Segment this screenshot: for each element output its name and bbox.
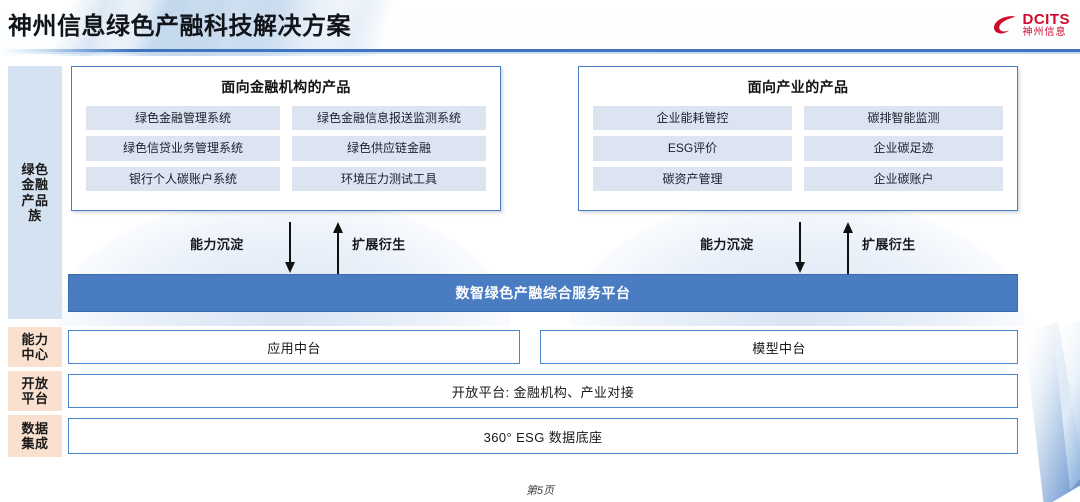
arrow-down-icon [795, 222, 805, 273]
slide-header: 神州信息绿色产融科技解决方案 [0, 0, 1080, 56]
product-chip-grid: 企业能耗管控 碳排智能监测 ESG评价 企业碳足迹 碳资产管理 企业碳账户 [593, 106, 1003, 192]
box-open-platform[interactable]: 开放平台: 金融机构、产业对接 [68, 374, 1018, 408]
arrow-label-expansion-derivation: 扩展衍生 [352, 237, 406, 252]
product-chip[interactable]: 碳排智能监测 [804, 106, 1003, 131]
flow-arrows-left: 能力沉淀 扩展衍生 [150, 222, 460, 278]
sidebar-item-product-family[interactable]: 绿色 金融 产品 族 [8, 66, 62, 319]
box-label: 应用中台 [267, 340, 321, 356]
dcits-logo: DCITS 神州信息 [992, 8, 1071, 42]
product-chip[interactable]: 企业能耗管控 [593, 106, 792, 131]
panel-financial-institution-products: 面向金融机构的产品 绿色金融管理系统 绿色金融信息报送监测系统 绿色信贷业务管理… [71, 66, 501, 211]
product-chip[interactable]: 绿色金融管理系统 [86, 106, 280, 131]
product-chip[interactable]: ESG评价 [593, 136, 792, 161]
page-title: 神州信息绿色产融科技解决方案 [8, 13, 351, 40]
arrow-label-capability-precipitation: 能力沉淀 [190, 237, 244, 252]
product-chip-grid: 绿色金融管理系统 绿色金融信息报送监测系统 绿色信贷业务管理系统 绿色供应链金融… [86, 106, 486, 192]
product-chip[interactable]: 企业碳账户 [804, 166, 1003, 192]
panel-industry-products: 面向产业的产品 企业能耗管控 碳排智能监测 ESG评价 企业碳足迹 碳资产管理 … [578, 66, 1018, 211]
product-chip[interactable]: 绿色金融信息报送监测系统 [292, 106, 486, 131]
box-data-base[interactable]: 360° ESG 数据底座 [68, 418, 1018, 454]
sidebar-item-open-platform[interactable]: 开放 平台 [8, 371, 62, 411]
box-label: 开放平台: 金融机构、产业对接 [451, 384, 635, 400]
sidebar-item-data-integration[interactable]: 数据 集成 [8, 415, 62, 457]
sidebar-item-label: 开放 平台 [21, 375, 49, 406]
arrow-up-icon [333, 222, 343, 274]
product-chip[interactable]: 企业碳足迹 [804, 136, 1003, 161]
logo-swoosh-icon [993, 16, 1015, 34]
box-label: 360° ESG 数据底座 [483, 429, 603, 445]
logo-cn-text: 神州信息 [1022, 27, 1067, 38]
page-number-footer: 第5页 [525, 485, 555, 497]
arrow-label-capability-precipitation: 能力沉淀 [700, 237, 754, 252]
panel-title: 面向金融机构的产品 [221, 79, 351, 95]
sidebar-item-label: 能力 中心 [21, 331, 49, 362]
sidebar-item-capability-center[interactable]: 能力 中心 [8, 327, 62, 367]
sidebar-item-label: 数据 集成 [21, 420, 49, 451]
product-chip[interactable]: 绿色供应链金融 [292, 136, 486, 161]
product-chip[interactable]: 环境压力测试工具 [292, 166, 486, 192]
logo-en-text: DCITS [1022, 11, 1070, 28]
arrow-up-icon [843, 222, 853, 274]
product-chip[interactable]: 绿色信贷业务管理系统 [86, 136, 280, 161]
platform-label: 数智绿色产融综合服务平台 [455, 285, 631, 301]
arrow-label-expansion-derivation: 扩展衍生 [862, 237, 916, 252]
product-chip[interactable]: 碳资产管理 [593, 166, 792, 192]
box-model-middle-platform[interactable]: 模型中台 [540, 330, 1018, 364]
platform-bar[interactable]: 数智绿色产融综合服务平台 [68, 274, 1018, 312]
panel-title: 面向产业的产品 [747, 79, 849, 95]
box-application-middle-platform[interactable]: 应用中台 [68, 330, 520, 364]
sidebar-item-label: 绿色 金融 产品 族 [21, 161, 49, 223]
flow-arrows-right: 能力沉淀 扩展衍生 [660, 222, 970, 278]
product-chip[interactable]: 银行个人碳账户系统 [86, 166, 280, 192]
arrow-down-icon [285, 222, 295, 273]
box-label: 模型中台 [752, 340, 806, 356]
logo-text-block: DCITS 神州信息 [1023, 12, 1071, 38]
header-divider [0, 49, 1080, 52]
header-divider-secondary [0, 52, 1080, 54]
